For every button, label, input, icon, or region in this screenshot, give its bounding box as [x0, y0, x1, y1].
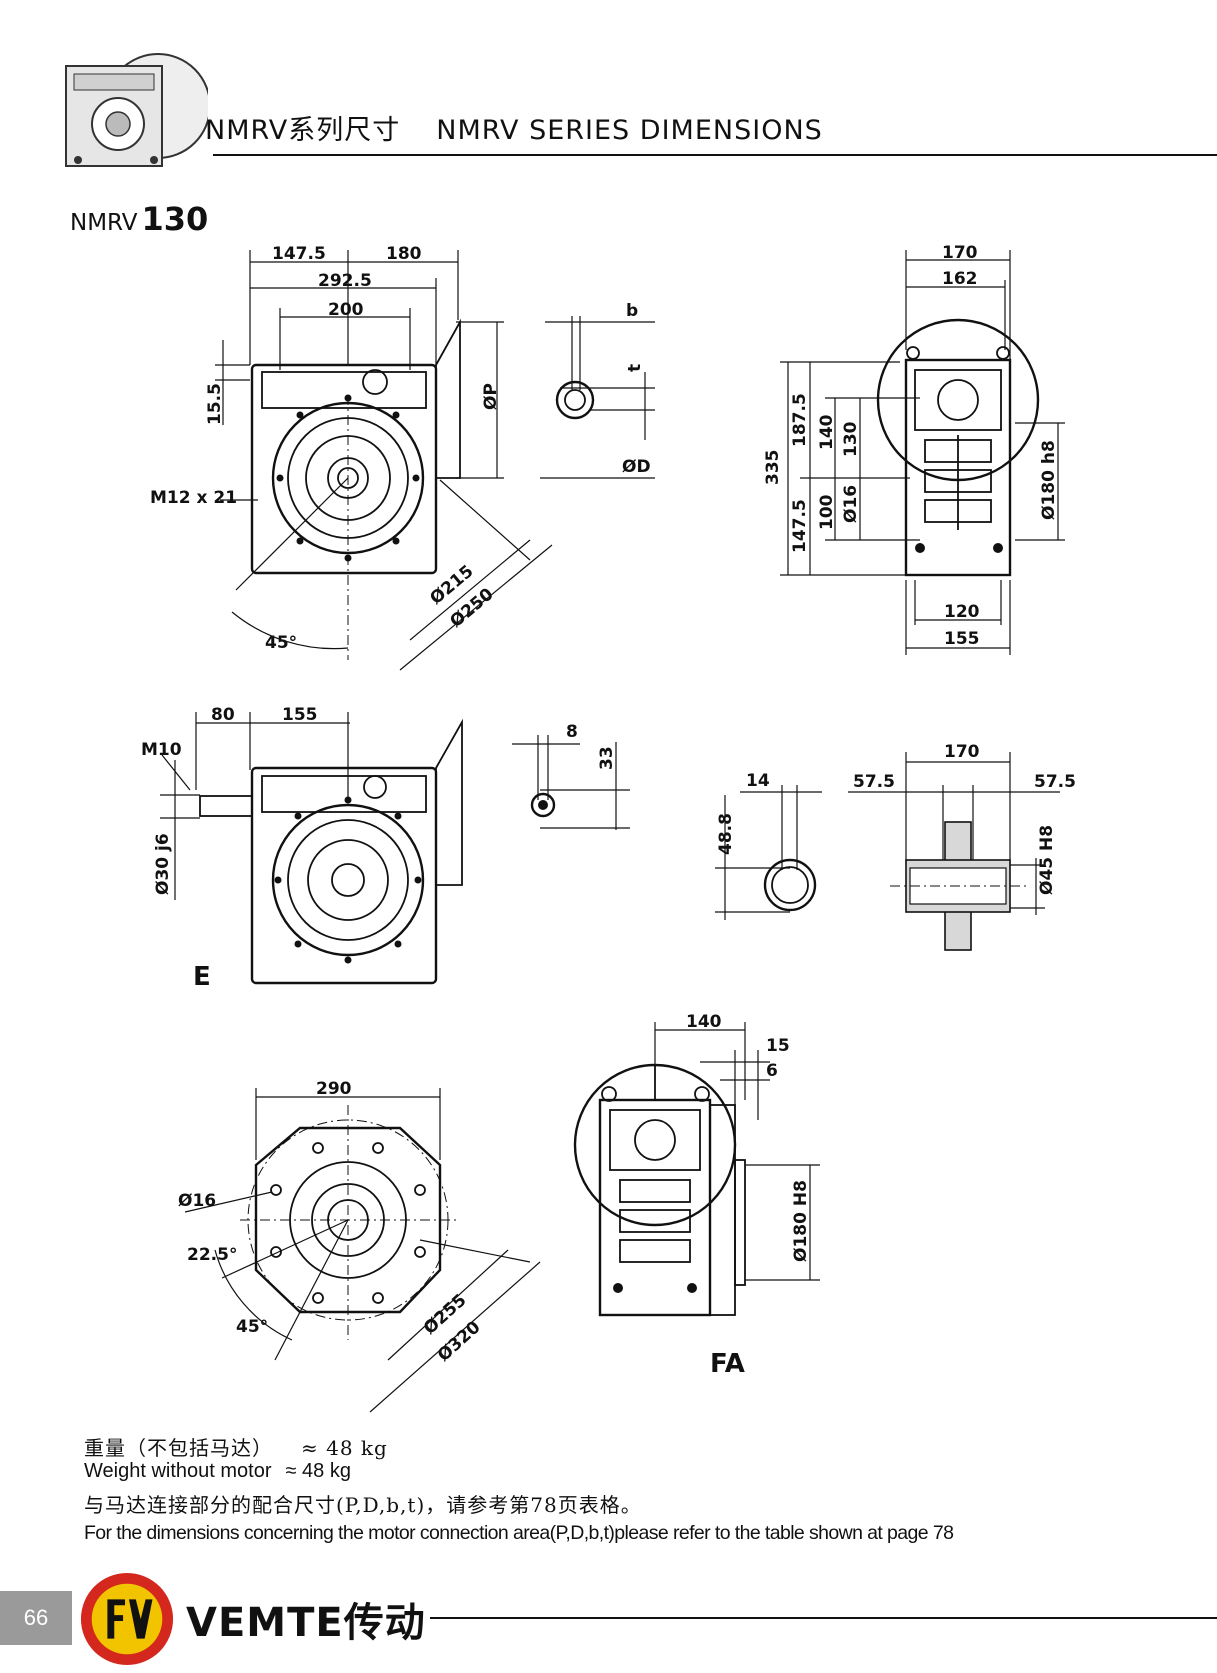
- view-flange: 290 Ø16 22.5° 45° Ø255 Ø320: [178, 1079, 541, 1413]
- dim-130: 130: [841, 421, 861, 457]
- dim-o180-h8-fa: Ø180 H8: [791, 1180, 811, 1262]
- dim-140-fa: 140: [686, 1012, 722, 1032]
- gearbox-thumbnail-icon: [65, 53, 208, 167]
- dim-14: 14: [746, 771, 770, 791]
- page-number: 66: [0, 1591, 72, 1645]
- dim-b: b: [626, 301, 638, 321]
- view-label-e: E: [193, 962, 211, 992]
- dim-48-8: 48.8: [716, 813, 736, 855]
- dim-155-side: 155: [944, 629, 980, 649]
- dim-170-hollow: 170: [944, 742, 980, 762]
- dim-o30-j6: Ø30 j6: [153, 833, 173, 895]
- view-hollow-shaft: 57.5 170 57.5 Ø45 H8: [848, 742, 1076, 951]
- dim-290: 290: [316, 1079, 352, 1099]
- dim-o45-h8: Ø45 H8: [1037, 825, 1057, 895]
- view-label-fa: FA: [710, 1349, 745, 1379]
- view-fa: 140 15 6 Ø180 H8 FA: [573, 1012, 820, 1379]
- view-side: 170 162 335 187.5 147.5 140 100 130 Ø16 …: [763, 243, 1065, 655]
- dim-33: 33: [597, 746, 617, 770]
- model-prefix: NMRV: [70, 210, 138, 236]
- model-number: 130: [141, 200, 209, 238]
- dim-162: 162: [942, 269, 978, 289]
- dim-335: 335: [763, 450, 783, 486]
- weight-cn-label: 重量（不包括马达）: [84, 1436, 273, 1460]
- technical-drawings: 147.5 180 292.5 200 15.5 ØP M12 x 21 45°…: [141, 243, 1076, 1413]
- view-front: 147.5 180 292.5 200 15.5 ØP M12 x 21 45°…: [150, 244, 553, 671]
- title-cn: NMRV系列尺寸: [205, 115, 401, 146]
- dim-140: 140: [817, 414, 837, 450]
- dim-57-5-left: 57.5: [853, 772, 895, 792]
- dim-147-5: 147.5: [272, 244, 326, 264]
- dim-o180-h8: Ø180 h8: [1039, 440, 1059, 520]
- dim-o16-flange: Ø16: [178, 1191, 216, 1211]
- dim-80: 80: [211, 705, 235, 725]
- brand-name: VEMTE传动: [186, 1600, 426, 1646]
- footer-rule: [430, 1617, 1217, 1619]
- dim-t: t: [625, 364, 645, 372]
- dim-147-5-side: 147.5: [790, 499, 810, 553]
- view-key: 8 33: [512, 722, 630, 830]
- weight-en-value: ≈ 48 kg: [285, 1460, 351, 1482]
- dim-22-5deg: 22.5°: [187, 1245, 237, 1265]
- title-en: NMRV SERIES DIMENSIONS: [436, 115, 823, 146]
- view-bore: 14 48.8: [715, 771, 822, 920]
- dim-292-5: 292.5: [318, 271, 372, 291]
- weight-en-label: Weight without motor: [84, 1460, 272, 1482]
- weight-note-en: Weight without motor ≈ 48 kg: [84, 1460, 351, 1483]
- reference-note-en: For the dimensions concerning the motor …: [84, 1522, 954, 1544]
- dim-op: ØP: [481, 383, 501, 410]
- dim-45deg-flange: 45°: [236, 1317, 268, 1337]
- view-shaft-end: b t ØD: [540, 301, 655, 479]
- dim-od: ØD: [622, 457, 651, 477]
- dim-o16-side: Ø16: [841, 485, 861, 523]
- title-rule: [213, 154, 1217, 156]
- dim-m12x21: M12 x 21: [150, 488, 237, 508]
- weight-note-cn: 重量（不包括马达） ≈ 48 kg: [84, 1432, 388, 1461]
- dim-m10: M10: [141, 740, 182, 760]
- dim-45deg: 45°: [265, 633, 297, 653]
- dim-15: 15: [766, 1036, 790, 1056]
- dim-57-5-right: 57.5: [1034, 772, 1076, 792]
- dim-170-top: 170: [942, 243, 978, 263]
- dim-8: 8: [566, 722, 578, 742]
- dim-200: 200: [328, 300, 364, 320]
- reference-note-cn: 与马达连接部分的配合尺寸(P,D,b,t)，请参考第78页表格。: [84, 1493, 642, 1517]
- dim-120: 120: [944, 602, 980, 622]
- vemte-logo-icon: [80, 1572, 174, 1666]
- dim-100: 100: [817, 494, 837, 530]
- view-e: 80 155 M10 Ø30 j6 E: [141, 705, 463, 992]
- weight-cn-value: ≈ 48 kg: [301, 1436, 388, 1460]
- page-title: NMRV系列尺寸 NMRV SERIES DIMENSIONS: [205, 108, 823, 147]
- dim-180: 180: [386, 244, 422, 264]
- dim-155-e: 155: [282, 705, 318, 725]
- dim-15-5: 15.5: [205, 383, 225, 425]
- dim-187-5: 187.5: [790, 393, 810, 447]
- dim-6: 6: [766, 1061, 778, 1081]
